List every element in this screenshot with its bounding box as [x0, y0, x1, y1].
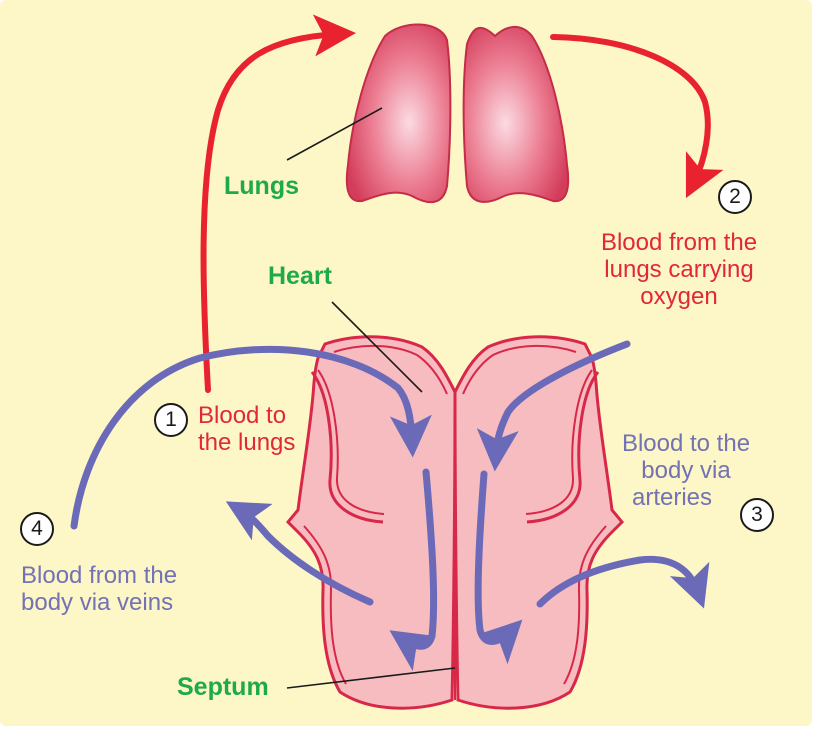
step-4-caption: Blood from the body via veins — [21, 563, 177, 617]
step-4-number: 4 — [20, 512, 54, 546]
step-1-line-2: the lungs — [198, 430, 295, 457]
step-3-line-1: Blood to the — [596, 431, 776, 458]
heart-label: Heart — [268, 262, 332, 290]
step-4-line-2: body via veins — [21, 590, 177, 617]
step-1-line-1: Blood to — [198, 403, 295, 430]
step-2-number: 2 — [718, 180, 752, 214]
step-2-caption: Blood from the lungs carrying oxygen — [574, 230, 784, 311]
step-2-line-2: lungs carrying — [574, 257, 784, 284]
septum-label: Septum — [177, 673, 269, 701]
step-2-line-1: Blood from the — [574, 230, 784, 257]
step-1-number: 1 — [154, 403, 188, 437]
heart — [288, 337, 622, 708]
step-1-caption: Blood to the lungs — [198, 403, 295, 457]
lungs-label: Lungs — [224, 172, 299, 200]
step-3-line-2: body via — [596, 458, 776, 485]
step-2-line-3: oxygen — [574, 284, 784, 311]
step-3-number: 3 — [740, 498, 774, 532]
step-4-line-1: Blood from the — [21, 563, 177, 590]
